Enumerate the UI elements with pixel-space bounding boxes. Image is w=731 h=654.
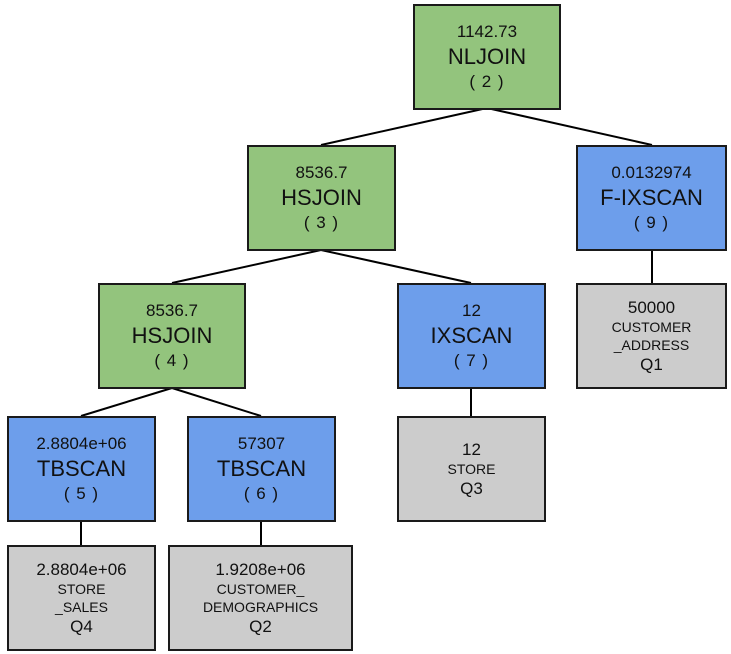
node-cost: 2.8804e+06 <box>36 434 127 453</box>
table-q4-store-sales: 2.8804e+06 STORE _SALES Q4 <box>7 545 156 651</box>
node-tbscan-5: 2.8804e+06 TBSCAN ( 5 ) <box>7 416 156 522</box>
table-q1-customer-address: 50000 CUSTOMER _ADDRESS Q1 <box>576 283 727 389</box>
table-q2-customer-demographics: 1.9208e+06 CUSTOMER_ DEMOGRAPHICS Q2 <box>168 545 353 651</box>
node-operator: TBSCAN <box>36 456 127 481</box>
node-cost: 57307 <box>237 434 286 453</box>
node-id: ( 4 ) <box>154 351 190 370</box>
node-cost: 0.0132974 <box>611 163 692 182</box>
node-operator: NLJOIN <box>447 44 527 69</box>
node-operator: HSJOIN <box>131 323 213 348</box>
table-name: CUSTOMER <box>611 318 692 335</box>
node-id: ( 3 ) <box>303 213 340 232</box>
table-rows: 12 <box>462 439 481 459</box>
node-operator: HSJOIN <box>281 185 362 210</box>
node-cost: 1142.73 <box>456 22 518 41</box>
table-qualifier: Q3 <box>460 478 483 498</box>
node-nljoin-2: 1142.73 NLJOIN ( 2 ) <box>413 4 561 110</box>
table-qualifier: Q4 <box>70 616 93 636</box>
table-rows: 1.9208e+06 <box>215 559 306 579</box>
edge-n3-n4 <box>171 249 322 284</box>
edge-n3-n7 <box>320 249 472 284</box>
node-id: ( 6 ) <box>243 484 280 503</box>
table-name: CUSTOMER_ <box>216 580 305 597</box>
node-cost: 12 <box>462 301 481 320</box>
node-id: ( 5 ) <box>63 484 100 503</box>
node-id: ( 7 ) <box>453 351 490 370</box>
table-rows: 2.8804e+06 <box>36 559 127 579</box>
edge-n2-n9 <box>486 107 653 146</box>
edge-n2-n3 <box>320 107 488 146</box>
node-operator: IXSCAN <box>430 323 513 348</box>
node-ixscan-7: 12 IXSCAN ( 7 ) <box>397 283 546 389</box>
node-operator: F-IXSCAN <box>600 185 703 210</box>
table-name: STORE <box>447 460 496 477</box>
node-id: ( 2 ) <box>469 72 505 91</box>
edge-n4-n5 <box>80 387 173 417</box>
table-rows: 50000 <box>627 297 676 317</box>
node-hsjoin-3: 8536.7 HSJOIN ( 3 ) <box>247 145 396 251</box>
table-name: _SALES <box>55 598 108 615</box>
node-fixscan-9: 0.0132974 F-IXSCAN ( 9 ) <box>576 145 727 251</box>
node-id: ( 9 ) <box>633 213 670 232</box>
table-name: _ADDRESS <box>613 336 690 353</box>
node-cost: 8536.7 <box>146 301 198 320</box>
node-cost: 8536.7 <box>295 163 348 182</box>
node-tbscan-6: 57307 TBSCAN ( 6 ) <box>187 416 336 522</box>
table-qualifier: Q1 <box>640 354 663 374</box>
table-q3-store: 12 STORE Q3 <box>397 416 546 522</box>
table-name: DEMOGRAPHICS <box>202 598 319 615</box>
table-name: STORE <box>57 580 106 597</box>
node-operator: TBSCAN <box>216 456 307 481</box>
table-qualifier: Q2 <box>249 616 272 636</box>
edge-n4-n6 <box>171 387 262 417</box>
node-hsjoin-4: 8536.7 HSJOIN ( 4 ) <box>98 283 246 389</box>
